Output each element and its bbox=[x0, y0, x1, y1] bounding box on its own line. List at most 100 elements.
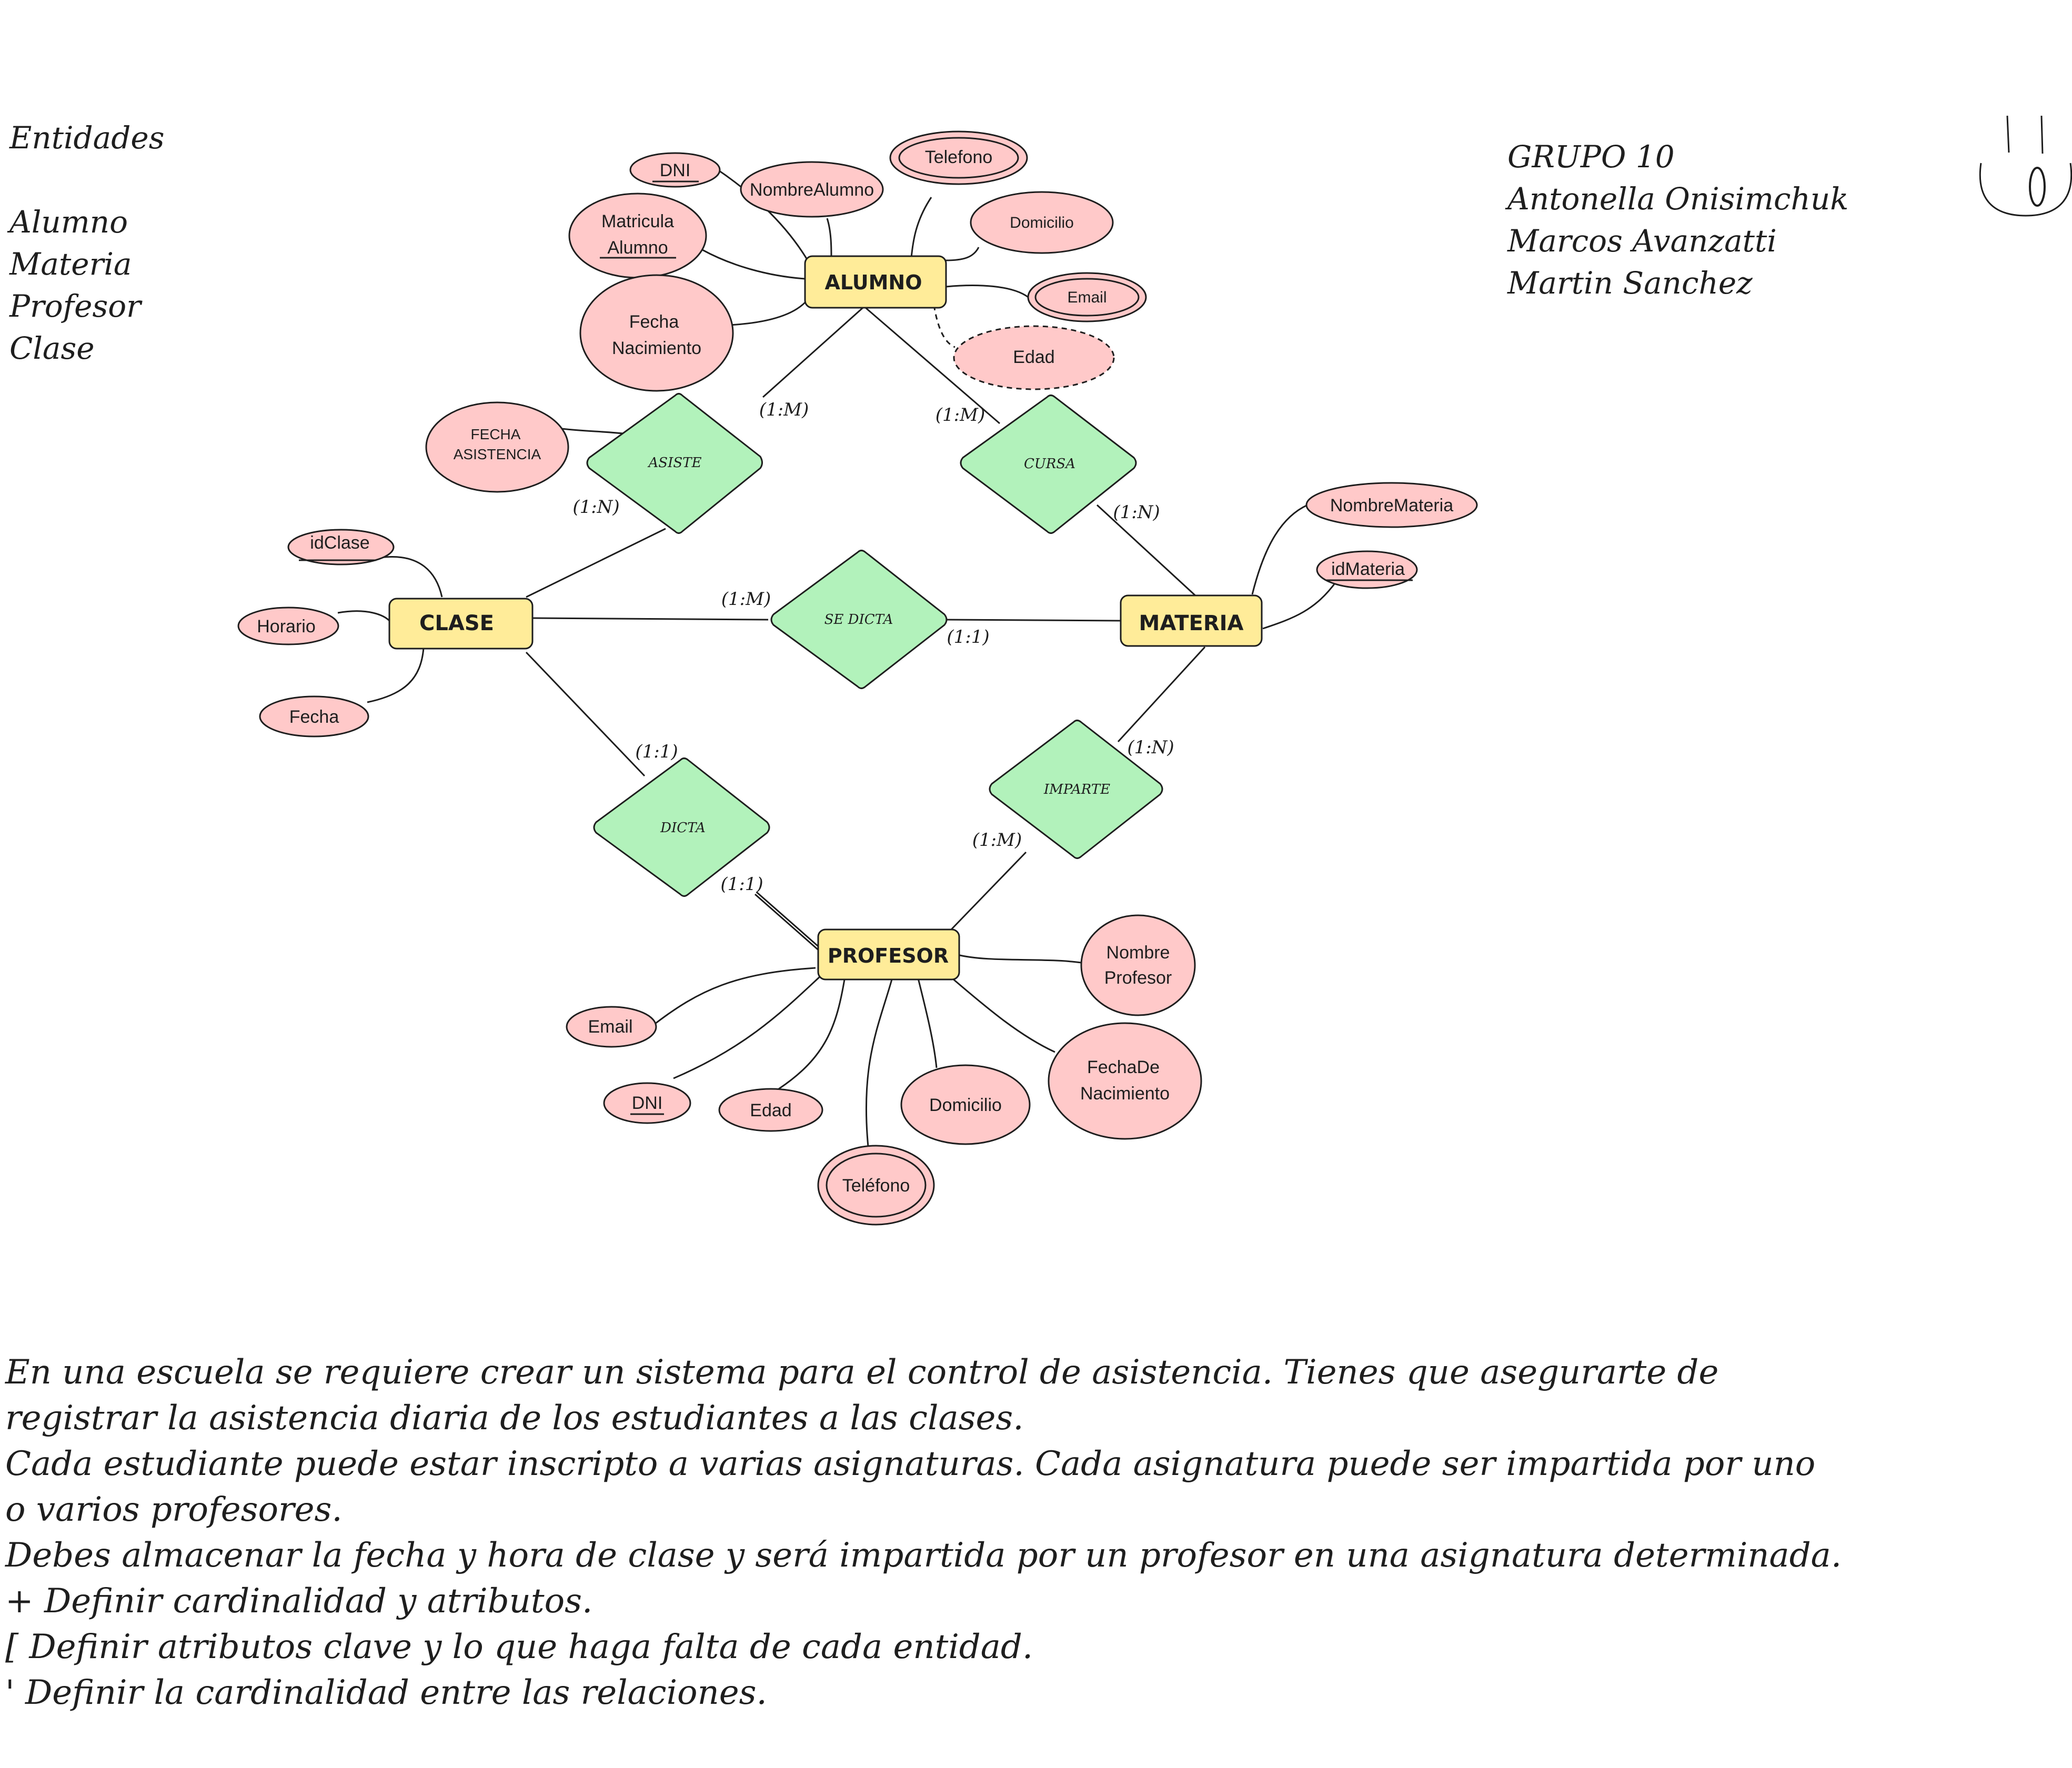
attr-alumno-matricula-label-2: Alumno bbox=[607, 238, 668, 258]
attr-alumno-edad-label: Edad bbox=[1013, 347, 1054, 367]
attr-materia-id bbox=[1316, 550, 1418, 589]
relationship-cursa: CURSA bbox=[960, 395, 1137, 534]
cardinality-asiste-clase: (1:N) bbox=[572, 497, 619, 518]
group-info: GRUPO 10 Antonella Onisimchuk Marcos Ava… bbox=[1505, 139, 1848, 301]
cardinality-materia-imparte: (1:N) bbox=[1127, 737, 1174, 758]
asiste-attributes: FECHA ASISTENCIA bbox=[425, 401, 569, 493]
attr-alumno-telefono bbox=[889, 130, 1028, 185]
group-member: Marcos Avanzatti bbox=[1507, 223, 1777, 259]
attr-profesor-domicilio-label: Domicilio bbox=[929, 1095, 1002, 1115]
multivalued-ring bbox=[826, 1153, 927, 1218]
attr-profesor-email bbox=[566, 1006, 657, 1048]
relationship-se-dicta-label: SE DICTA bbox=[824, 612, 893, 628]
attr-alumno-domicilio-label: Domicilio bbox=[1010, 214, 1074, 231]
relationship-asiste-diamond bbox=[586, 393, 763, 534]
group-member: Antonella Onisimchuk bbox=[1505, 181, 1848, 217]
attr-alumno-matricula-label-1: Matricula bbox=[601, 211, 674, 231]
cardinality-clase-sedicta: (1:M) bbox=[721, 589, 771, 610]
entity-clase-label: CLASE bbox=[419, 611, 494, 635]
attr-clase-horario-label: Horario bbox=[257, 617, 315, 637]
description-line: ' Definir la cardinalidad entre las rela… bbox=[5, 1673, 767, 1712]
entities-list-title: Entidades bbox=[9, 120, 164, 156]
attr-alumno-dni-label: DNI bbox=[660, 160, 691, 180]
entities-list-item: Materia bbox=[9, 246, 132, 282]
entities-list-item: Clase bbox=[9, 330, 95, 366]
entities-list-item: Profesor bbox=[9, 288, 143, 324]
entity-profesor-label: PROFESOR bbox=[828, 944, 949, 967]
attr-alumno-matricula bbox=[568, 193, 707, 279]
attr-clase-id bbox=[287, 529, 395, 565]
attr-alumno-dni bbox=[629, 152, 721, 188]
attr-profesor-dni-label: DNI bbox=[632, 1093, 663, 1113]
description-line: o varios profesores. bbox=[5, 1490, 343, 1529]
attr-asiste-fecha-label-2: ASISTENCIA bbox=[454, 446, 541, 462]
attr-alumno-fecha-nacimiento bbox=[579, 274, 734, 392]
entities-list: Entidades Alumno Materia Profesor Clase bbox=[7, 120, 164, 366]
description-line: Debes almacenar la fecha y hora de clase… bbox=[5, 1536, 1842, 1575]
attr-clase-fecha bbox=[259, 695, 369, 737]
cardinality-clase-dicta: (1:1) bbox=[635, 741, 678, 762]
cardinality-dicta-profesor: (1:1) bbox=[720, 874, 763, 895]
multivalued-ring bbox=[898, 137, 1019, 179]
materia-attributes: NombreMateria idMateria bbox=[1305, 482, 1478, 589]
attr-alumno-nombre-label: NombreAlumno bbox=[750, 180, 874, 200]
attr-alumno-nombre bbox=[740, 161, 884, 218]
attr-profesor-fecha-nacimiento bbox=[1048, 1022, 1202, 1140]
relationship-dicta-diamond bbox=[593, 757, 770, 897]
description: En una escuela se requiere crear un sist… bbox=[5, 1353, 1842, 1712]
relationship-asiste-label: ASISTE bbox=[648, 455, 702, 471]
attr-asiste-fecha-asistencia bbox=[425, 401, 569, 493]
connector-lines bbox=[337, 167, 1337, 1147]
description-line: [ Definir atributos clave y lo que haga … bbox=[5, 1628, 1033, 1666]
entity-materia: MATERIA bbox=[1120, 594, 1263, 647]
entity-profesor: PROFESOR bbox=[817, 928, 960, 981]
relationship-asiste: ASISTE bbox=[586, 393, 763, 534]
attr-materia-nombre-label: NombreMateria bbox=[1330, 496, 1453, 516]
cardinality-imparte-profesor: (1:M) bbox=[972, 830, 1022, 851]
group-name: GRUPO 10 bbox=[1507, 139, 1675, 175]
relationship-imparte: IMPARTE bbox=[989, 720, 1163, 859]
description-line: registrar la asistencia diaria de los es… bbox=[5, 1399, 1024, 1438]
cardinality-alumno-cursa: (1:M) bbox=[936, 405, 985, 426]
attr-profesor-fecha-label-1: FechaDe bbox=[1087, 1057, 1160, 1077]
attr-alumno-email bbox=[1027, 272, 1147, 322]
clase-attributes: idClase Horario Fecha bbox=[237, 529, 395, 737]
entity-materia-label: MATERIA bbox=[1139, 611, 1244, 635]
attr-asiste-fecha-label-1: FECHA bbox=[471, 426, 521, 442]
attr-alumno-fecha-label-1: Fecha bbox=[629, 312, 679, 332]
attr-alumno-domicilio bbox=[970, 191, 1114, 254]
attr-profesor-nombre-label-1: Nombre bbox=[1107, 943, 1170, 963]
attr-profesor-domicilio bbox=[900, 1064, 1031, 1145]
entity-alumno-box bbox=[804, 255, 947, 309]
cardinality-alumno-asiste: (1:M) bbox=[759, 399, 809, 420]
attr-profesor-edad-label: Edad bbox=[750, 1100, 791, 1120]
attr-clase-id-label: idClase bbox=[310, 533, 369, 553]
relationship-imparte-label: IMPARTE bbox=[1043, 782, 1110, 797]
attr-profesor-telefono bbox=[817, 1145, 935, 1226]
attr-materia-nombre bbox=[1305, 482, 1478, 528]
entity-profesor-box bbox=[817, 928, 960, 981]
entity-clase: CLASE bbox=[388, 598, 534, 650]
alumno-attributes: DNI NombreAlumno Telefono Matricula Alum… bbox=[568, 130, 1147, 392]
multivalued-ring bbox=[1034, 278, 1140, 317]
relationship-se-dicta: SE DICTA bbox=[770, 550, 948, 689]
attr-profesor-telefono-label: Teléfono bbox=[842, 1176, 910, 1196]
smiley-doodle bbox=[1979, 115, 2072, 217]
attr-profesor-nombre bbox=[1080, 914, 1196, 1016]
attr-materia-id-label: idMateria bbox=[1331, 559, 1405, 579]
attr-alumno-telefono-label: Telefono bbox=[925, 147, 993, 167]
attr-profesor-email-label: Email bbox=[588, 1017, 632, 1037]
relationship-cursa-label: CURSA bbox=[1024, 456, 1075, 472]
profesor-attributes: Nombre Profesor FechaDe Nacimiento Email… bbox=[566, 914, 1202, 1226]
attr-alumno-email-label: Email bbox=[1067, 289, 1107, 306]
description-line: En una escuela se requiere crear un sist… bbox=[5, 1353, 1718, 1392]
description-line: + Definir cardinalidad y atributos. bbox=[5, 1582, 592, 1621]
relationship-imparte-diamond bbox=[989, 720, 1163, 859]
attr-alumno-fecha-label-2: Nacimiento bbox=[612, 338, 701, 358]
entity-clase-box bbox=[388, 598, 534, 650]
attr-alumno-edad bbox=[953, 325, 1115, 390]
cardinality-cursa-materia: (1:N) bbox=[1113, 502, 1160, 523]
relationship-dicta-label: DICTA bbox=[660, 820, 706, 836]
entities-list-item: Alumno bbox=[7, 204, 128, 240]
cardinality-labels: (1:M) (1:N) (1:M) (1:N) (1:M) (1:1) (1:1… bbox=[572, 399, 1174, 895]
